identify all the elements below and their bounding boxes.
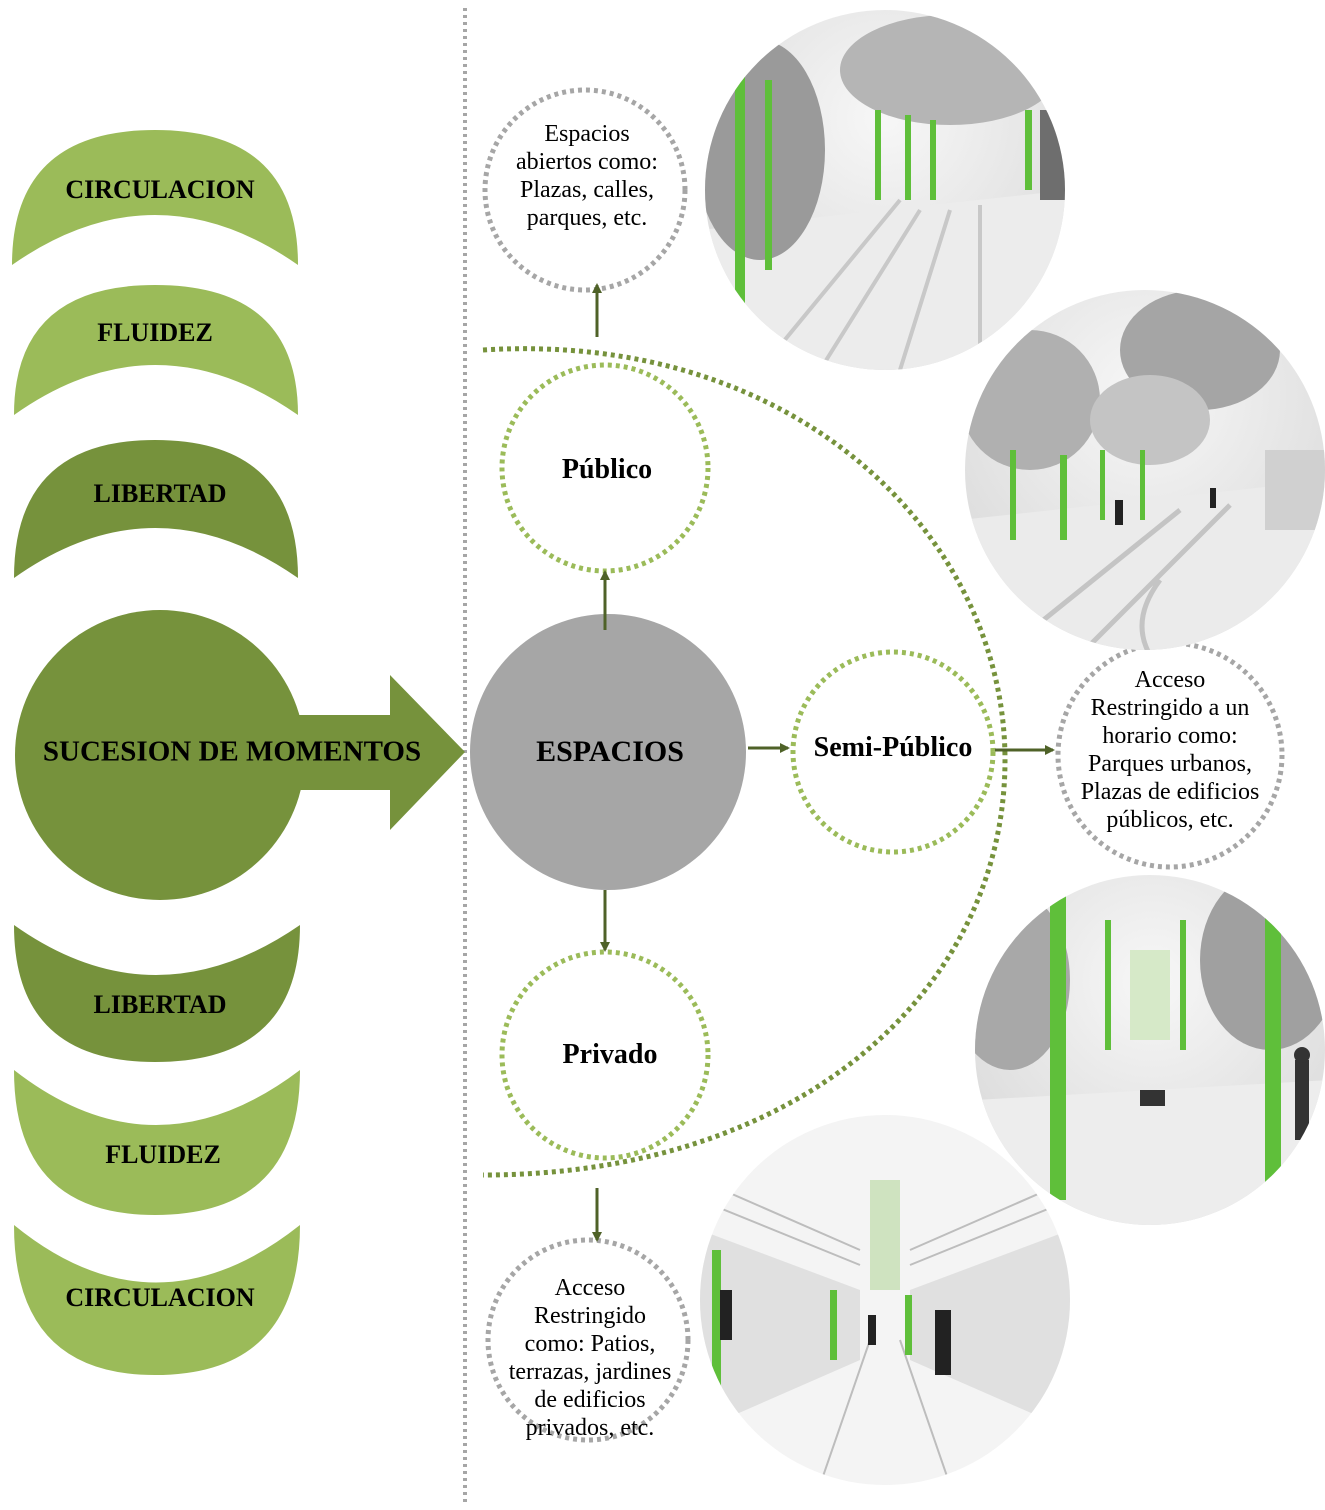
privado-desc-line-1: Acceso — [554, 1275, 626, 1301]
semi-publico-desc-circle — [1055, 640, 1285, 870]
pergola-photo — [975, 875, 1325, 1225]
connector-arrows — [592, 283, 1055, 1242]
crescent-circulacion-top — [12, 130, 298, 265]
semi-publico-circle — [790, 649, 996, 855]
main-green-circle — [15, 610, 305, 900]
semi-desc-line-2: Restringido a un — [1090, 695, 1250, 721]
left-shapes — [12, 130, 465, 1375]
publico-desc-line-4: parques, etc. — [526, 205, 648, 231]
crescent-fluidez-bottom — [14, 1070, 300, 1215]
privado-desc-line-6: privados, etc. — [525, 1415, 655, 1441]
label-circulacion-bottom: CIRCULACION — [65, 1283, 255, 1312]
label-publico: Público — [561, 454, 653, 485]
plaza-photo — [705, 10, 1065, 370]
crescent-libertad-bottom — [14, 925, 300, 1062]
privado-desc-line-4: terrazas, jardines — [508, 1359, 672, 1385]
main-arrow — [290, 675, 465, 830]
semi-desc-line-6: públicos, etc. — [1106, 807, 1234, 833]
privado-desc-line-5: de edificios — [534, 1387, 646, 1413]
privado-desc-line-2: Restringido — [533, 1303, 646, 1329]
label-sucesion-de-momentos: SUCESION DE MOMENTOS — [42, 735, 422, 768]
enclosing-dotted-arc — [482, 346, 1008, 1178]
publico-desc-circle — [482, 87, 688, 293]
privado-description: Acceso Restringido como: Patios, terraza… — [509, 1274, 672, 1442]
publico-description: Espacios abiertos como: Plazas, calles, … — [516, 120, 658, 232]
label-circulacion-top: CIRCULACION — [65, 175, 255, 204]
semi-desc-line-5: Plazas de edificios — [1080, 779, 1260, 805]
label-libertad-top: LIBERTAD — [93, 479, 227, 508]
semi-desc-line-1: Acceso — [1134, 667, 1206, 693]
publico-desc-line-1: Espacios — [544, 121, 630, 147]
label-fluidez-bottom: FLUIDEZ — [105, 1140, 221, 1169]
park-photo — [965, 290, 1325, 650]
crescent-fluidez-top-shape — [14, 285, 298, 415]
privado-circle — [499, 949, 711, 1161]
crescent-circulacion-bottom — [14, 1225, 300, 1375]
semi-desc-line-3: horario como: — [1102, 723, 1238, 749]
label-fluidez-top: FLUIDEZ — [97, 318, 213, 347]
privado-desc-circle — [485, 1237, 691, 1443]
semi-publico-description: Acceso Restringido a un horario como: Pa… — [1081, 666, 1260, 834]
courtyard-photo — [700, 1115, 1070, 1485]
semi-desc-line-4: Parques urbanos, — [1088, 751, 1252, 777]
label-espacios: ESPACIOS — [536, 735, 684, 768]
espacios-circle — [470, 614, 746, 890]
crescent-libertad-top — [14, 440, 298, 578]
label-semi-publico: Semi-Público — [813, 732, 973, 763]
publico-desc-line-2: abiertos como: — [516, 149, 658, 175]
privado-desc-line-3: como: Patios, — [524, 1331, 656, 1357]
publico-desc-line-3: Plazas, calles, — [520, 177, 654, 203]
label-libertad-bottom: LIBERTAD — [93, 990, 227, 1019]
label-privado: Privado — [562, 1039, 658, 1070]
